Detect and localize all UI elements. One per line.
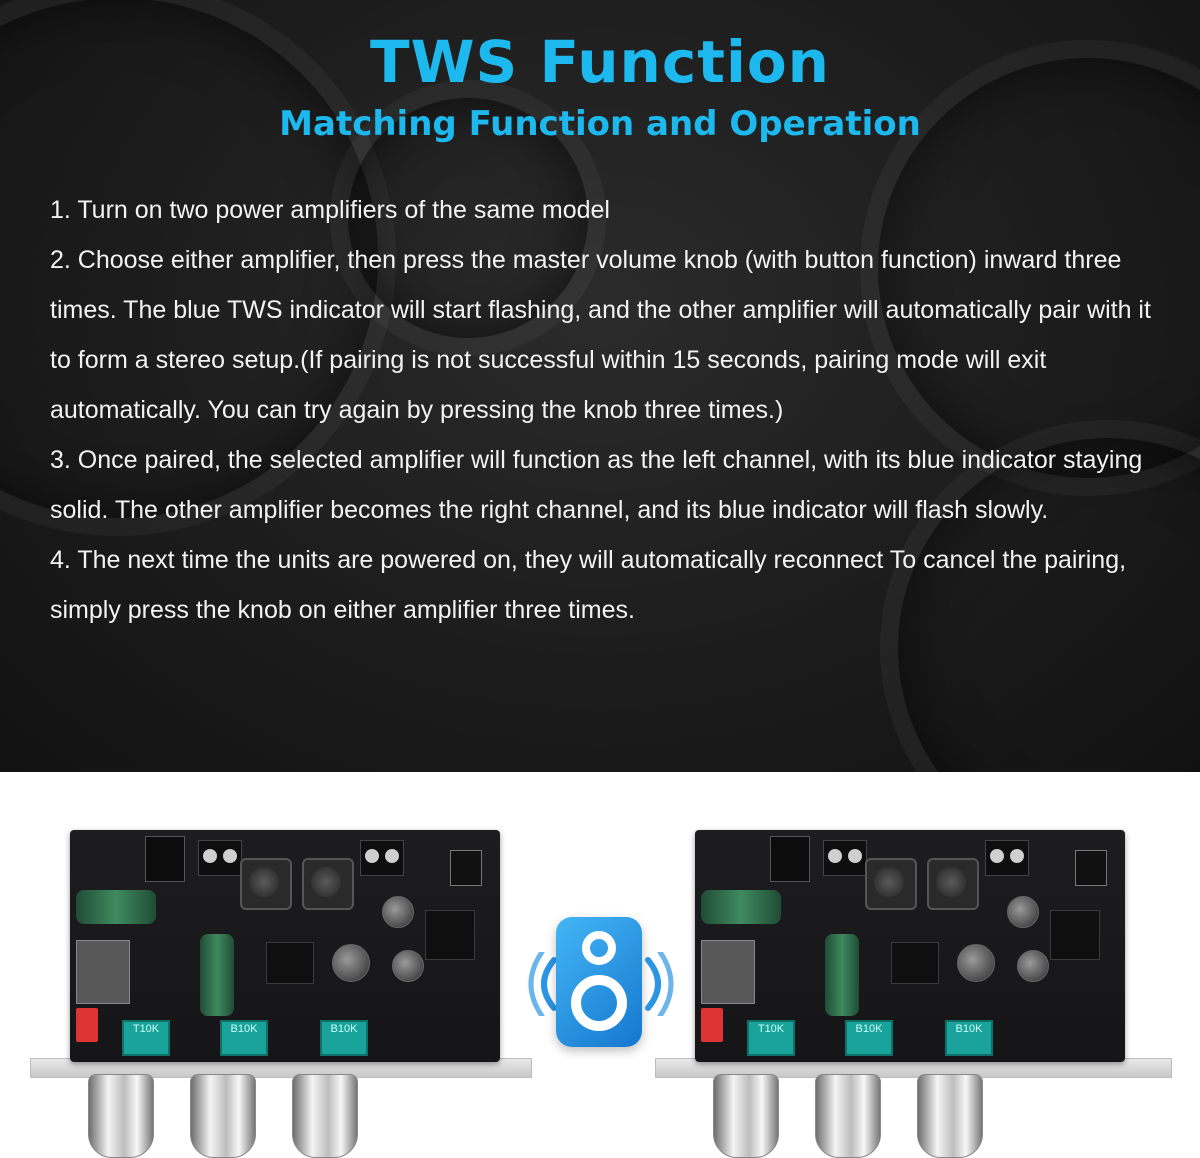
large-inductor <box>76 940 130 1004</box>
round-capacitor <box>957 944 995 982</box>
woofer-icon <box>571 975 627 1031</box>
round-capacitor <box>1007 896 1039 928</box>
page-title: TWS Function <box>370 28 830 96</box>
capacitor <box>76 890 156 924</box>
tws-info-panel: TWS Function Matching Function and Opera… <box>0 0 1200 772</box>
bass-knob <box>815 1074 881 1158</box>
volume-knob <box>292 1074 358 1158</box>
instruction-step-1: 1. Turn on two power amplifiers of the s… <box>50 196 610 224</box>
instruction-step-3: 3. Once paired, the selected amplifier w… <box>50 446 1143 524</box>
inductor <box>240 858 292 910</box>
signal-waves-right-icon <box>645 952 674 1016</box>
screw-terminal <box>823 840 867 876</box>
amplifier-chip <box>266 942 314 984</box>
dsp-chip <box>425 910 475 960</box>
amplifier-board-left: T10K B10K B10K <box>30 772 550 1158</box>
capacitor <box>200 934 234 1016</box>
instruction-list: 1. Turn on two power amplifiers of the s… <box>50 185 1160 635</box>
round-capacitor <box>1017 950 1049 982</box>
pot-label: B10K <box>330 1023 358 1035</box>
potentiometer-bass: B10K <box>845 1020 893 1056</box>
amplifier-board-right: T10K B10K B10K <box>655 772 1175 1158</box>
pot-label: B10K <box>855 1023 883 1035</box>
product-photo-area: T10K B10K B10K <box>0 772 1200 1158</box>
capacitor <box>825 934 859 1016</box>
dsp-chip <box>1050 910 1100 960</box>
large-inductor <box>701 940 755 1004</box>
page-subtitle: Matching Function and Operation <box>279 104 921 144</box>
power-jack <box>145 836 185 882</box>
potentiometer-volume: B10K <box>320 1020 368 1056</box>
round-capacitor <box>332 944 370 982</box>
round-capacitor <box>392 950 424 982</box>
instruction-step-4: 4. The next time the units are powered o… <box>50 546 1127 624</box>
pot-label: T10K <box>132 1023 160 1035</box>
treble-knob <box>88 1074 154 1158</box>
dip-switch <box>76 1008 98 1042</box>
potentiometer-treble: T10K <box>122 1020 170 1056</box>
bluetooth-module <box>1075 850 1107 886</box>
dip-switch <box>701 1008 723 1042</box>
amplifier-chip <box>891 942 939 984</box>
stereo-speaker-icon <box>556 917 642 1047</box>
pot-label: B10K <box>955 1023 983 1035</box>
potentiometer-treble: T10K <box>747 1020 795 1056</box>
inductor <box>302 858 354 910</box>
bluetooth-module <box>450 850 482 886</box>
inductor <box>927 858 979 910</box>
circuit-board: T10K B10K B10K <box>70 830 500 1062</box>
bass-knob <box>190 1074 256 1158</box>
power-jack <box>770 836 810 882</box>
tweeter-icon <box>582 931 616 965</box>
round-capacitor <box>382 896 414 928</box>
instruction-step-2: 2. Choose either amplifier, then press t… <box>50 246 1151 424</box>
screw-terminal <box>985 840 1029 876</box>
capacitor <box>701 890 781 924</box>
potentiometer-bass: B10K <box>220 1020 268 1056</box>
potentiometer-volume: B10K <box>945 1020 993 1056</box>
pot-label: B10K <box>230 1023 258 1035</box>
inductor <box>865 858 917 910</box>
volume-knob <box>917 1074 983 1158</box>
circuit-board: T10K B10K B10K <box>695 830 1125 1062</box>
signal-waves-left-icon <box>528 952 557 1016</box>
treble-knob <box>713 1074 779 1158</box>
screw-terminal <box>360 840 404 876</box>
screw-terminal <box>198 840 242 876</box>
pot-label: T10K <box>757 1023 785 1035</box>
